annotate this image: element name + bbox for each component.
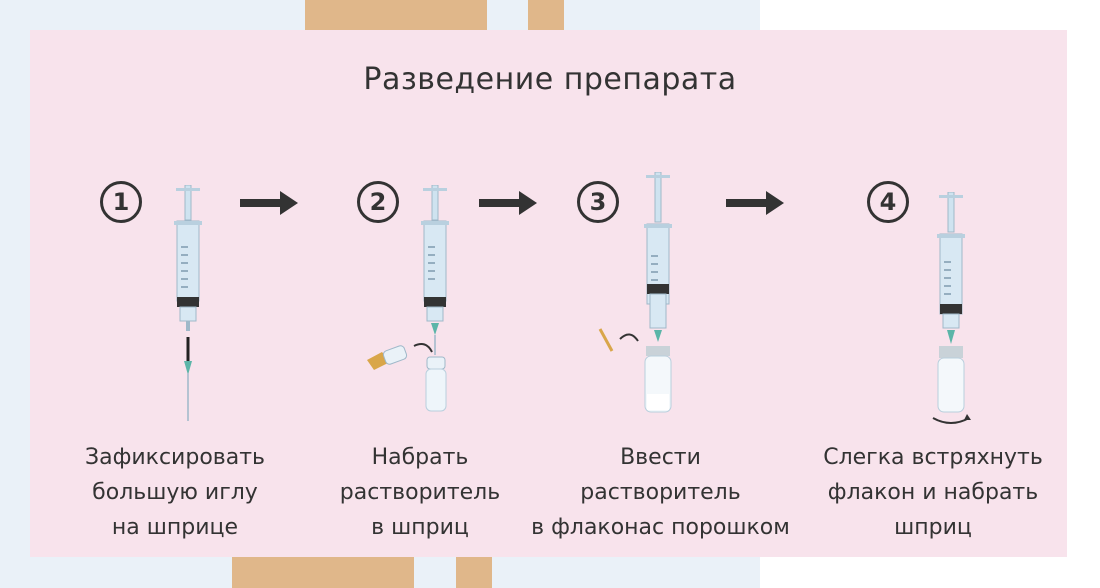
step-3-number: 3 <box>577 181 619 223</box>
tape-top-right <box>528 0 564 32</box>
tape-bottom-right <box>456 555 492 588</box>
step-4-line-1: Слегка встряхнуть <box>823 445 1043 470</box>
step-1-line-2: большую иглу <box>92 480 258 505</box>
step-2-line-3: в шприц <box>371 515 469 540</box>
syringe-icon <box>644 172 672 413</box>
step-2-line-2: растворитель <box>339 480 501 505</box>
step-1-caption: Зафиксировать большую иглу на шприце <box>60 440 290 545</box>
step-1-line-3: на шприце <box>111 515 239 540</box>
instruction-card <box>30 30 1067 557</box>
step-1-line-1: Зафиксировать <box>84 445 266 470</box>
step-3-caption: Ввести растворитель в флаконас порошком <box>508 440 813 545</box>
step-2-number: 2 <box>357 181 399 223</box>
tape-top-left <box>305 0 487 32</box>
step-2-caption: Набрать растворитель в шприц <box>320 440 520 545</box>
tape-bottom-left <box>232 555 414 588</box>
arrow-right-icon <box>240 191 298 215</box>
page-title: Разведение препарата <box>363 62 737 97</box>
arrow-right-icon <box>726 191 784 215</box>
ampoule-icon <box>598 328 639 352</box>
step-3-line-3: в флаконас порошком <box>531 515 790 540</box>
step-4-line-2: флакон и набрать <box>827 480 1039 505</box>
step-4-number: 4 <box>867 181 909 223</box>
step-4-caption: Слегка встряхнуть флакон и набрать шприц <box>808 440 1058 545</box>
step-3-line-1: Ввести <box>620 445 701 470</box>
syringe-icon <box>421 185 449 412</box>
step-4-line-3: шприц <box>894 515 972 540</box>
step-1-number: 1 <box>100 181 142 223</box>
syringe-icon <box>932 192 971 424</box>
step-3-line-2: растворитель <box>580 480 741 505</box>
arrow-right-icon <box>479 191 537 215</box>
syringe-icon <box>174 185 202 421</box>
ampoule-icon <box>367 343 433 370</box>
step-2-line-1: Набрать <box>371 445 469 470</box>
